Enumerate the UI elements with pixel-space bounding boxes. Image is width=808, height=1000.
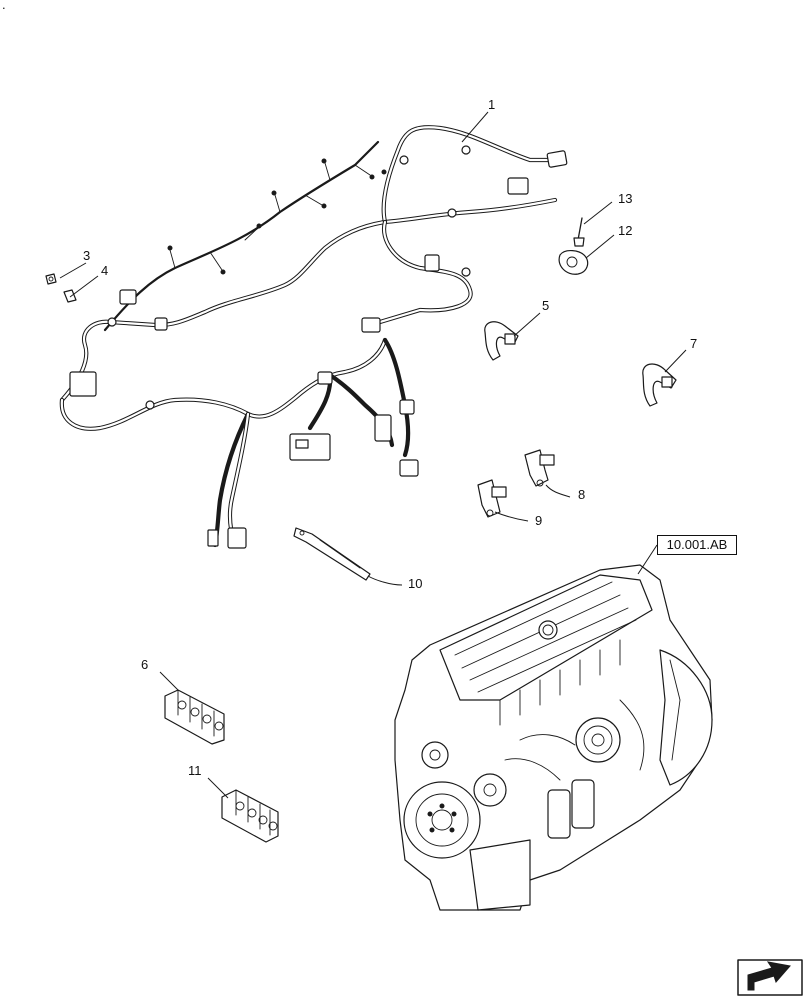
part-7-cable-clamp	[642, 363, 677, 407]
callout-8: 8	[578, 487, 586, 502]
callout-3: 3	[83, 248, 91, 263]
leader-lines	[59, 111, 687, 799]
callout-5: 5	[542, 298, 550, 313]
part-6-clip-bracket	[164, 689, 225, 745]
callout-4: 4	[101, 263, 109, 278]
part-12-clamp	[558, 250, 589, 275]
part-4-clip	[63, 289, 77, 303]
callout-10: 10	[408, 576, 423, 591]
part-11-clip-bracket	[221, 789, 279, 843]
navigation-arrow-icon	[737, 959, 803, 996]
part-3-screw	[45, 273, 57, 285]
part-10-strap	[293, 527, 371, 581]
callout-1: 1	[488, 97, 496, 112]
callout-7: 7	[690, 336, 698, 351]
callout-12: 12	[618, 223, 633, 238]
wiring-harness	[59, 125, 568, 549]
callout-11: 11	[188, 763, 202, 778]
corner-mark: .	[2, 0, 6, 12]
part-13-bolt	[573, 217, 585, 247]
callout-9: 9	[535, 513, 543, 528]
callout-6: 6	[141, 657, 149, 672]
part-5-cable-clamp	[484, 321, 519, 361]
engine-assembly	[394, 564, 713, 911]
part-9-sensor	[477, 479, 507, 518]
callout-13: 13	[618, 191, 633, 206]
reference-link-box[interactable]: 10.001.AB	[657, 535, 737, 555]
part-8-sensor	[524, 449, 555, 487]
